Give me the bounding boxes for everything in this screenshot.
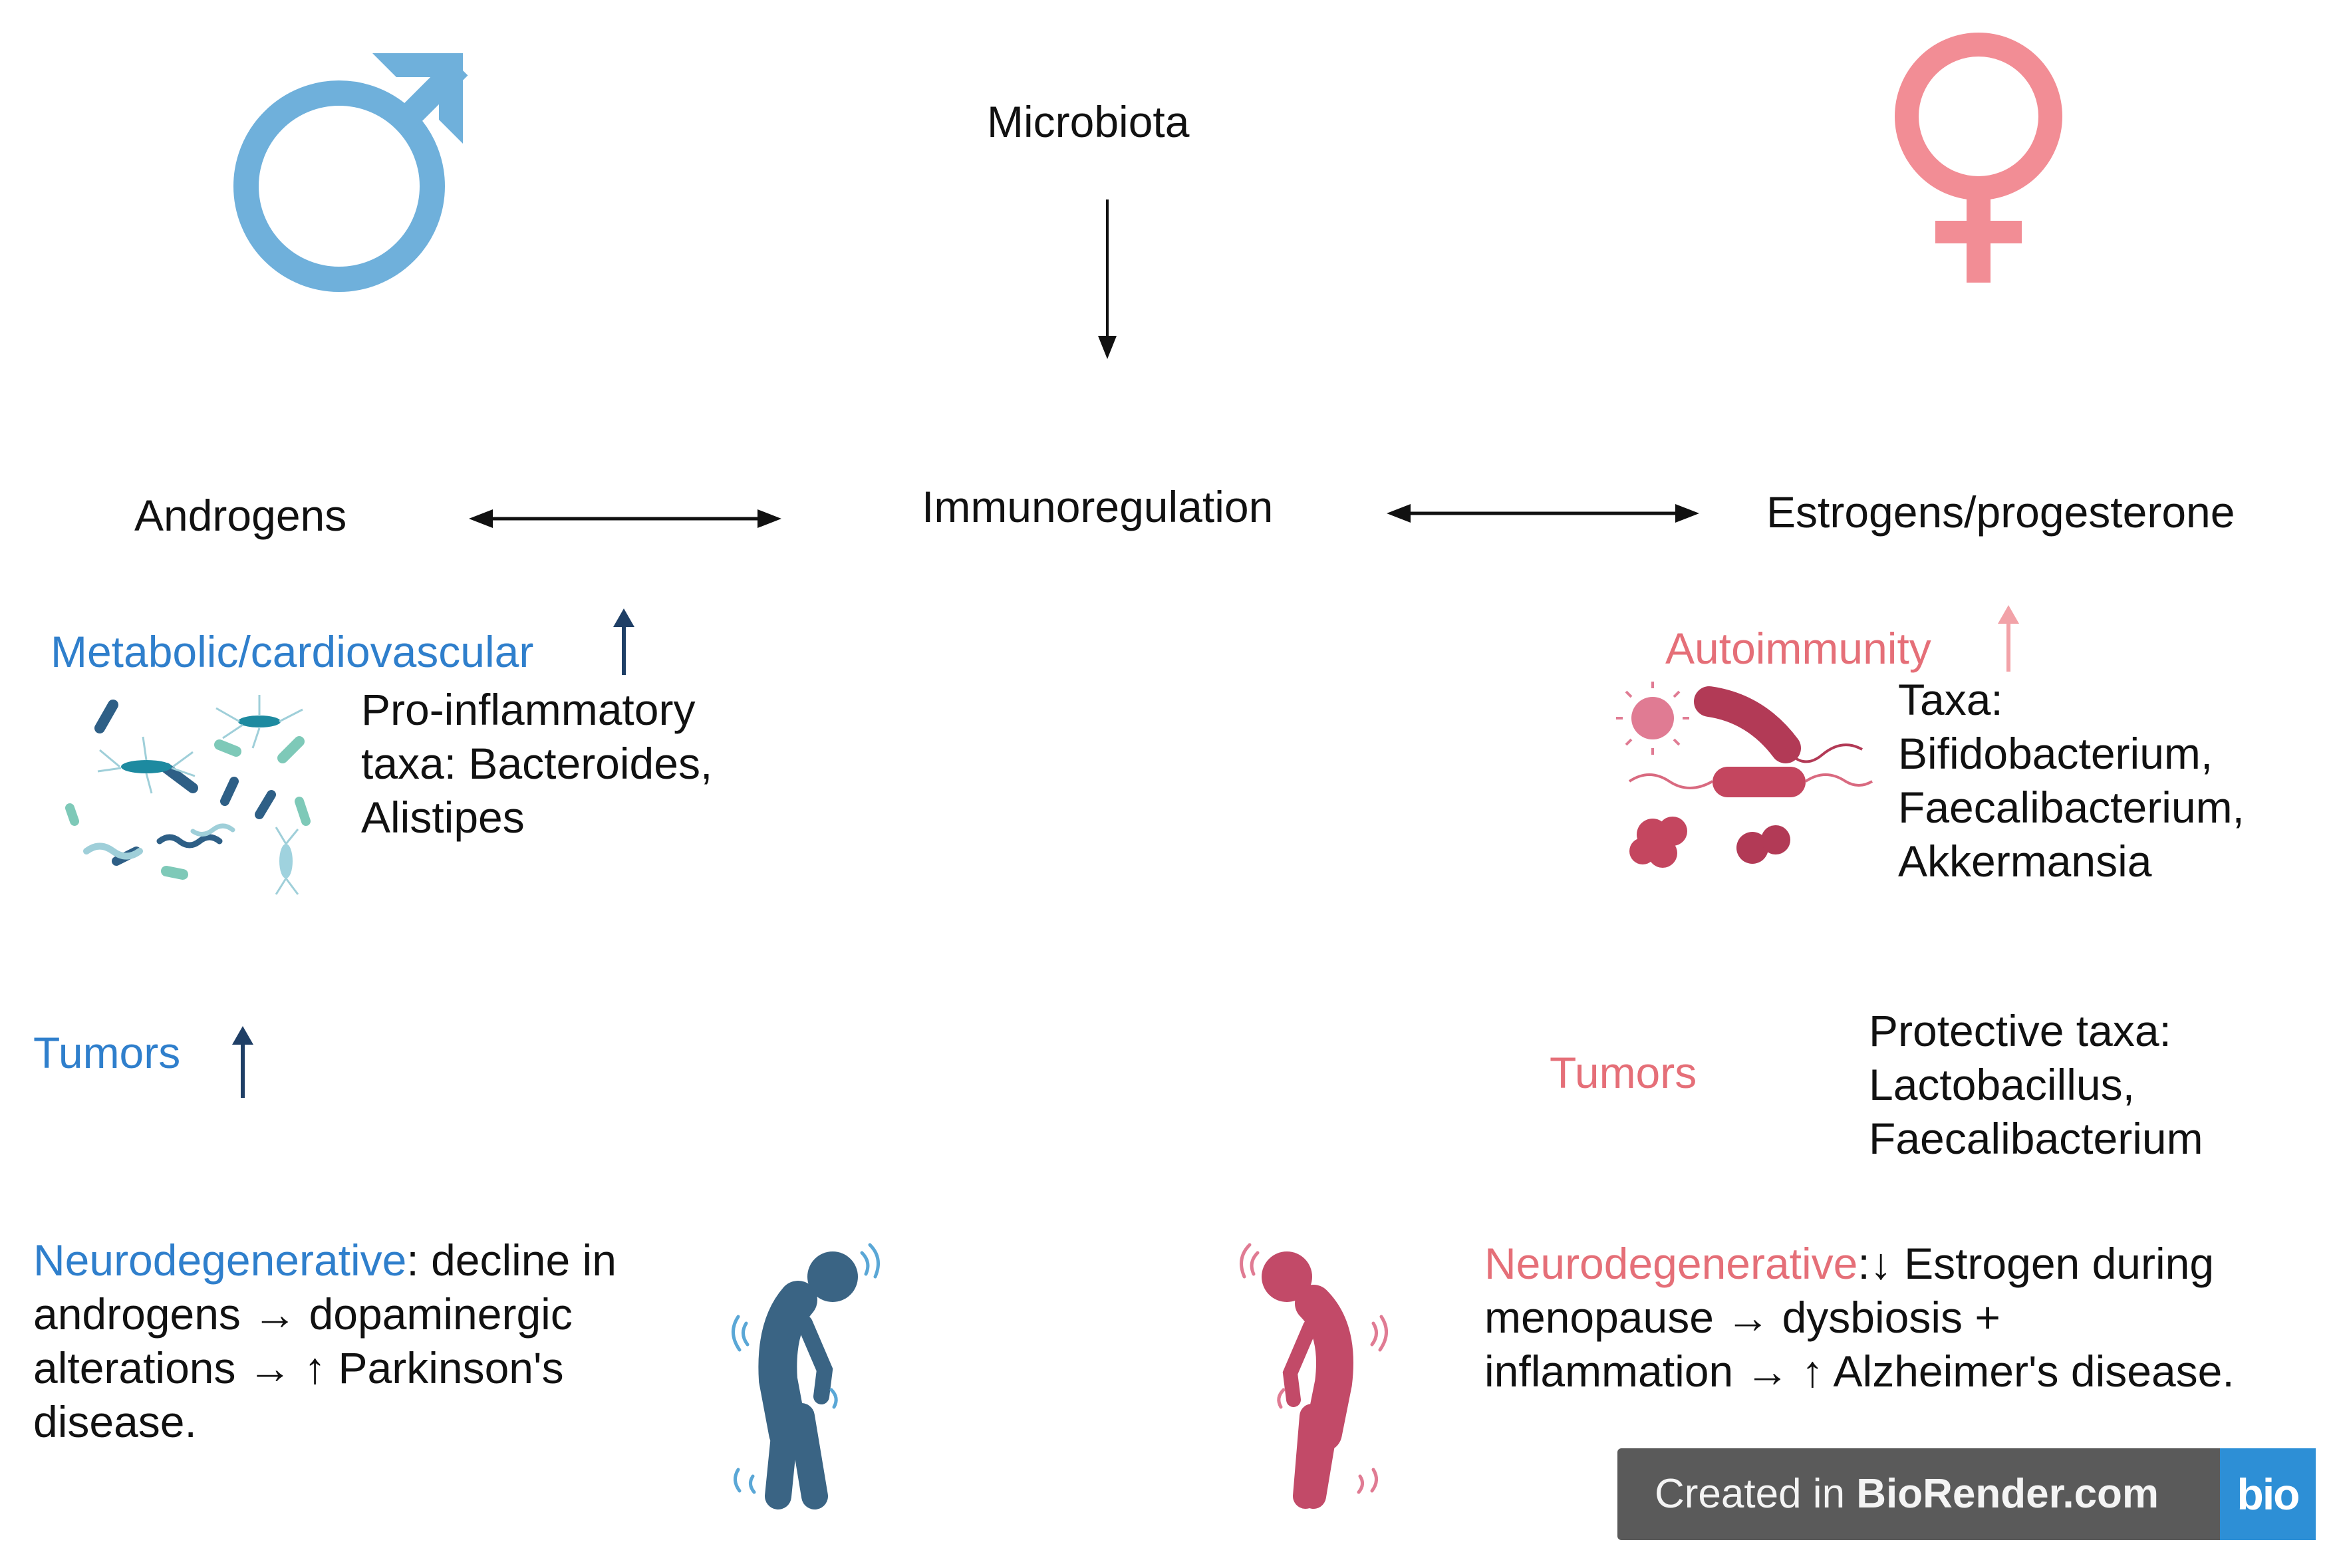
protective-taxa-line-1: Protective taxa: <box>1869 1006 2171 1055</box>
female-neuro-label: Neurodegenerative <box>1484 1239 1858 1288</box>
female-tumors-label: Tumors <box>1550 1048 1697 1097</box>
up-arrow-icon <box>613 608 634 675</box>
male-neuro-text-1: : decline in <box>406 1236 617 1285</box>
autoimmunity-taxa-line-1: Taxa: <box>1898 675 2003 724</box>
microbiota-label: Microbiota <box>987 97 1190 146</box>
badge-text: Created in BioRender.com <box>1655 1470 2159 1519</box>
arrow-down-icon <box>1098 199 1117 359</box>
metabolic-taxa-line-3: Alistipes <box>361 793 525 842</box>
double-arrow-left-icon <box>469 509 781 528</box>
up-arrow-icon <box>232 1026 253 1098</box>
double-arrow-right-icon <box>1387 504 1699 523</box>
microbe-cluster-icon <box>1616 682 1873 868</box>
female-neuro-text-1: :↓ Estrogen during <box>1857 1239 2215 1288</box>
female-neuro-line-1: Neurodegenerative:↓ Estrogen during <box>1484 1237 2214 1291</box>
protective-taxa-line-3: Faecalibacterium <box>1869 1114 2203 1163</box>
badge-prefix: Created in <box>1655 1471 1857 1517</box>
protective-taxa-line-2: Lactobacillus, <box>1869 1060 2135 1109</box>
up-arrow-icon <box>1998 605 2019 672</box>
metabolic-cardiovascular-label: Metabolic/cardiovascular <box>51 627 534 676</box>
stooped-person-icon <box>732 1243 880 1509</box>
estrogens-label: Estrogens/progesterone <box>1766 487 2235 537</box>
male-symbol-icon <box>233 53 468 292</box>
female-symbol-icon <box>1895 33 2062 283</box>
autoimmunity-taxa-line-2: Bifidobacterium, <box>1898 729 2213 778</box>
biorender-logo: bio <box>2220 1448 2316 1540</box>
immunoregulation-label: Immunoregulation <box>922 482 1274 531</box>
badge-brand: BioRender.com <box>1856 1471 2159 1517</box>
male-neuro-line-2: androgens → dopaminergic <box>33 1289 573 1339</box>
male-neuro-line-1: Neurodegenerative: decline in <box>33 1234 617 1288</box>
autoimmunity-taxa-line-4: Akkermansia <box>1898 837 2152 886</box>
female-neuro-line-2: menopause → dysbiosis + <box>1484 1293 2000 1342</box>
autoimmunity-taxa-line-3: Faecalibacterium, <box>1898 783 2245 832</box>
autoimmunity-label: Autoimmunity <box>1665 624 1931 673</box>
female-neuro-line-3: inflammation → ↑ Alzheimer's disease. <box>1484 1347 2235 1396</box>
male-tumors-label: Tumors <box>33 1028 181 1077</box>
stooped-person-icon <box>1240 1243 1388 1509</box>
biorender-badge[interactable]: Created in BioRender.com bio <box>1617 1448 2316 1540</box>
androgens-label: Androgens <box>134 491 347 540</box>
bacteria-cluster-icon <box>65 695 311 895</box>
metabolic-taxa-line-2: taxa: Bacteroides, <box>361 739 713 788</box>
male-neuro-line-3: alterations → ↑ Parkinson's <box>33 1343 564 1392</box>
metabolic-taxa-line-1: Pro-inflammatory <box>361 685 696 734</box>
male-neuro-line-4: disease. <box>33 1397 197 1446</box>
male-neuro-label: Neurodegenerative <box>33 1236 407 1285</box>
